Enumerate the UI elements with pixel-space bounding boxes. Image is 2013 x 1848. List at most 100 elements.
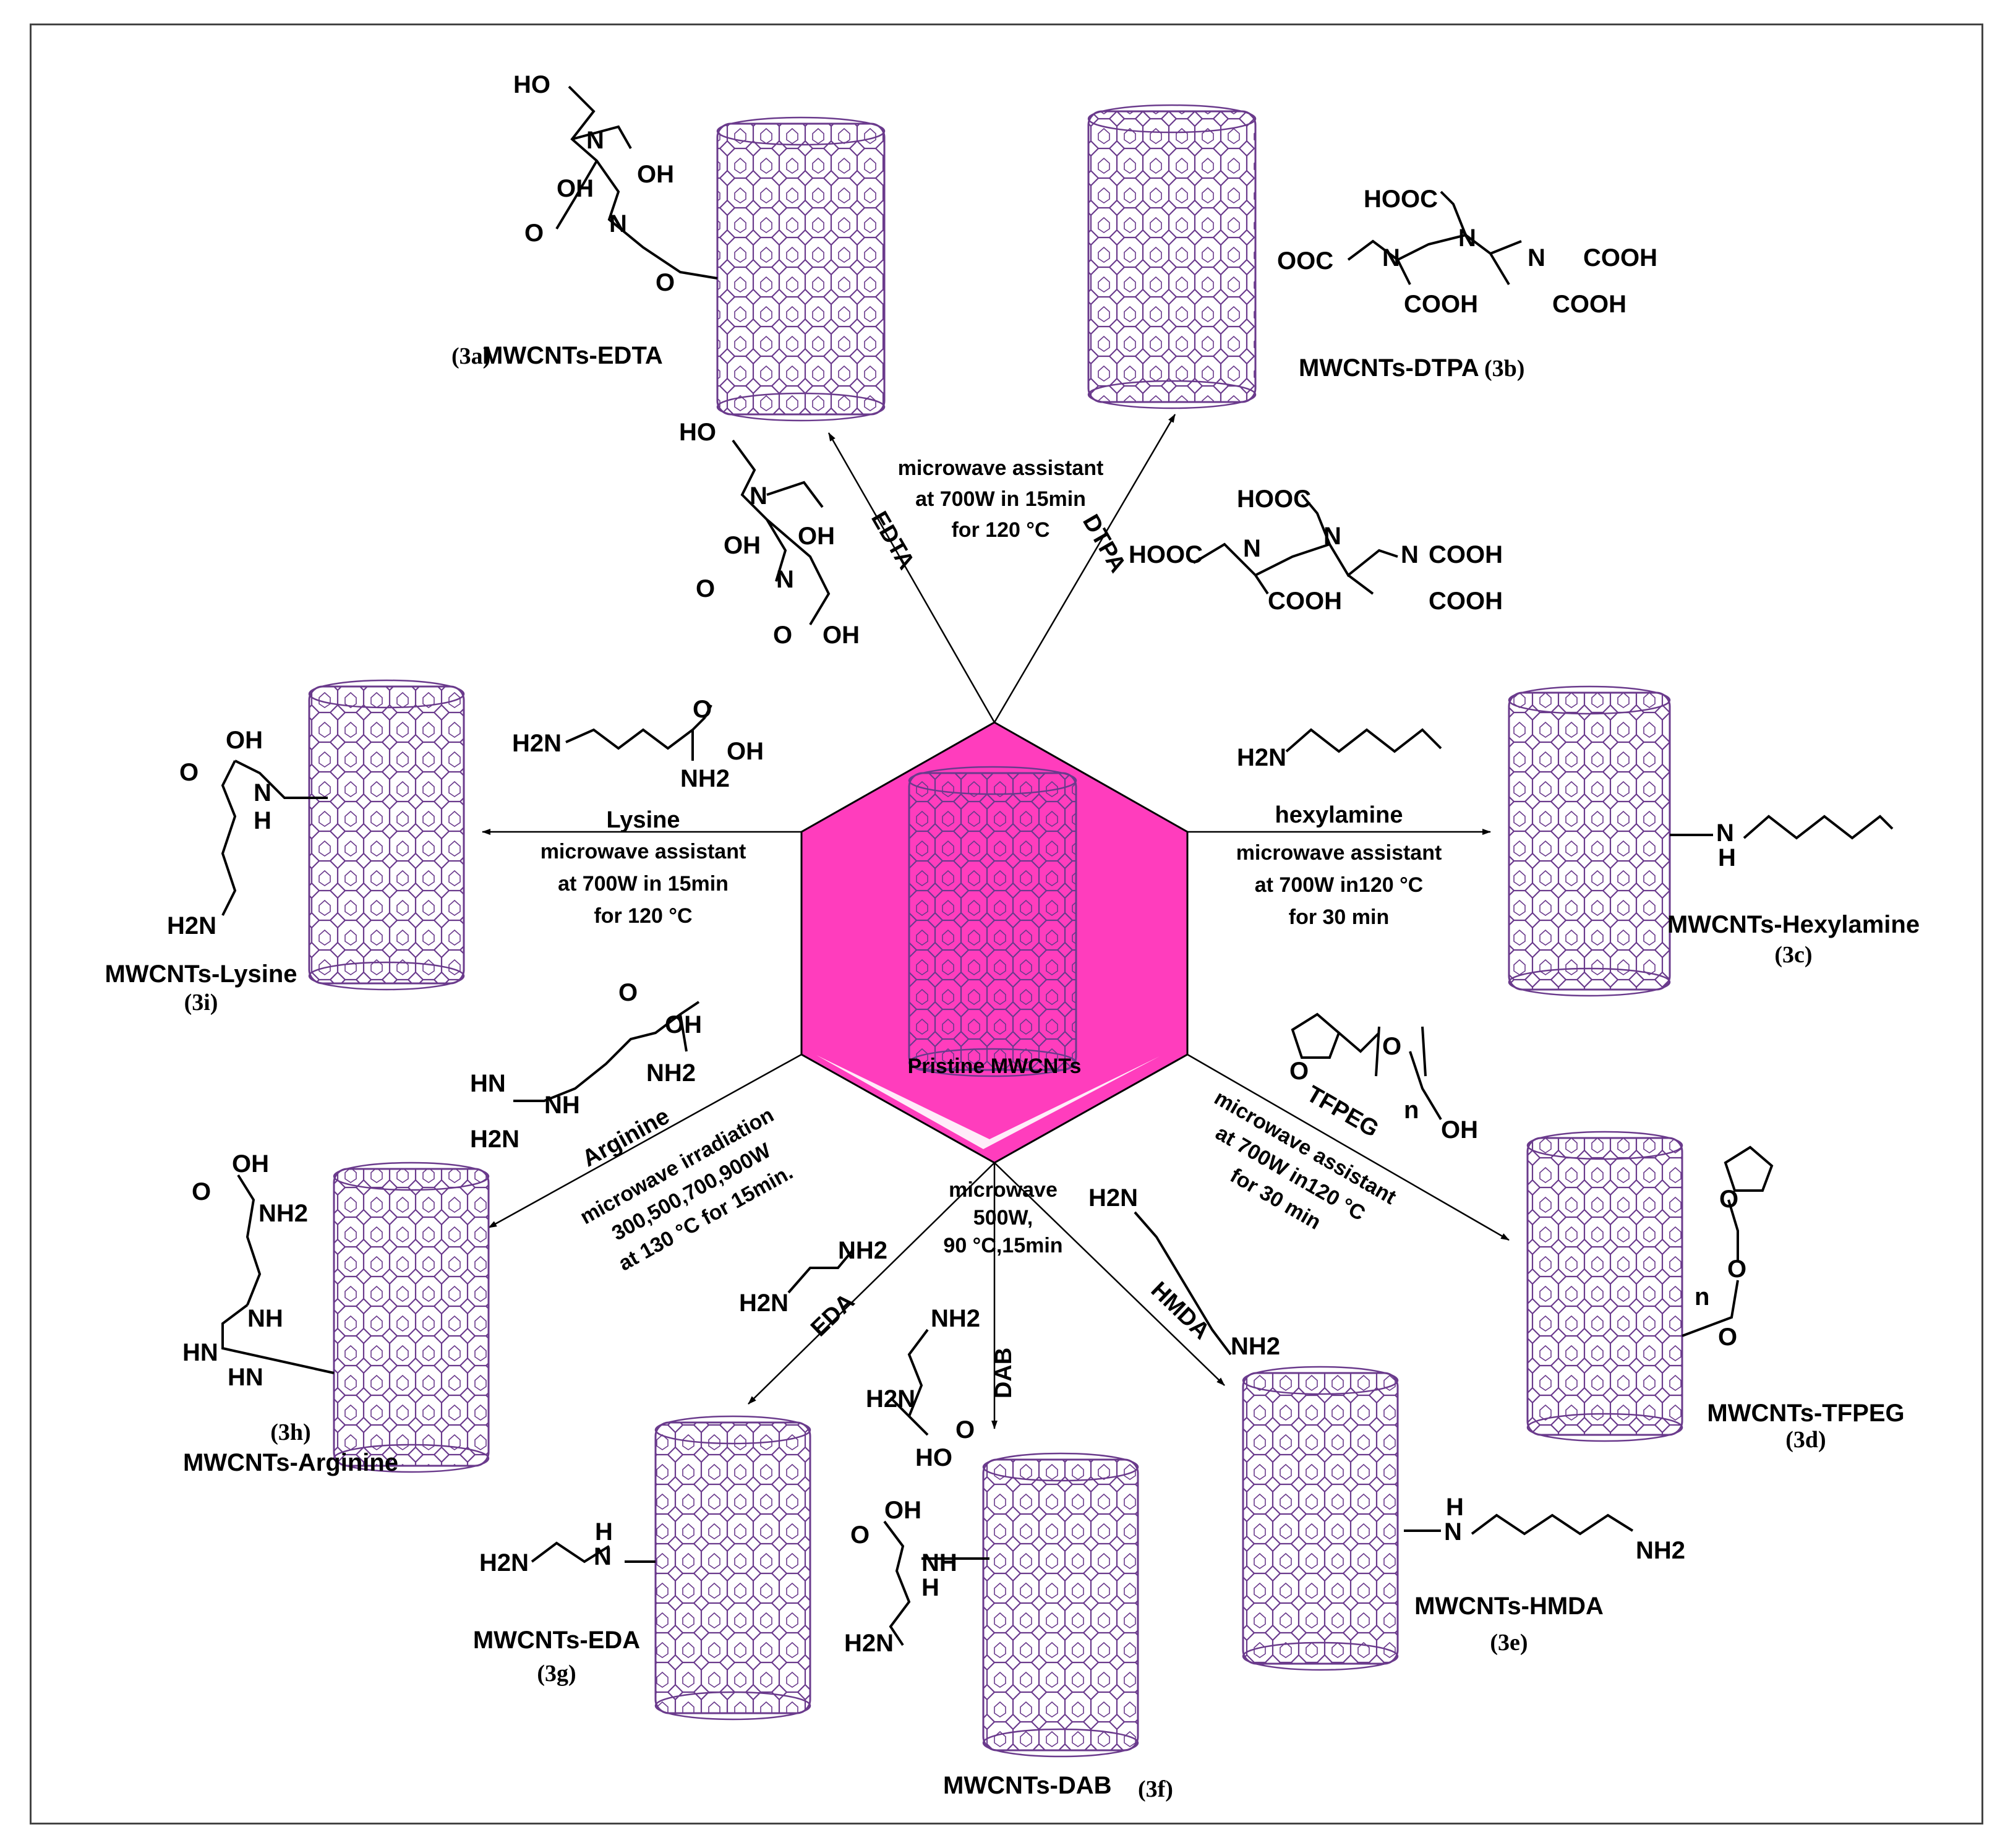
product-3h-name: MWCNTs-Arginine	[183, 1449, 398, 1476]
product-3c-name: MWCNTs-Hexylamine	[1667, 911, 1920, 938]
atom-o: O	[179, 759, 199, 786]
tube-3i-body	[308, 685, 465, 985]
structure-tfpeg-product: O O O n	[1682, 1145, 1774, 1351]
arrow-tfpeg	[1187, 1053, 1510, 1241]
atom-o: O	[850, 1521, 870, 1549]
tube-3h	[333, 1161, 490, 1473]
condition-top: microwave assistant at 700W in 15min for…	[898, 456, 1104, 542]
tube-3c-rim-bottom	[1508, 967, 1671, 997]
atom-h: H	[595, 1518, 613, 1546]
atom-cooh: COOH	[1429, 588, 1503, 615]
tube-center-rim-bottom	[908, 1048, 1077, 1077]
product-3d-code: (3d)	[1785, 1427, 1826, 1453]
structure-dab-product: OH O NH H H2N	[844, 1497, 989, 1657]
reagent-hexylamine: hexylamine	[1275, 802, 1403, 828]
condition-right: microwave assistant at 700W in120 °C for…	[1236, 841, 1442, 929]
tube-3c	[1508, 685, 1671, 997]
tube-3i-rim-bottom	[308, 961, 465, 991]
structure-hmda-reagent: H2N NH2	[1088, 1184, 1280, 1360]
tube-center-body	[908, 772, 1077, 1071]
structure-edta-reagent: HO N OH OH N O O OH	[679, 419, 860, 649]
atom-n: N	[1444, 1518, 1462, 1546]
tube-3g-rim-top	[654, 1415, 811, 1445]
atom-h2n: H2N	[866, 1385, 915, 1413]
reagent-dab: DAB	[991, 1348, 1017, 1398]
tube-3e	[1242, 1366, 1399, 1671]
condition-left-line2: at 700W in 15min	[558, 872, 729, 896]
atom-oh: OH	[637, 161, 674, 188]
atom-n-subscript: n	[1695, 1283, 1709, 1311]
atom-ho: HO	[915, 1444, 952, 1471]
product-3e-code: (3e)	[1490, 1630, 1528, 1656]
atom-nh2: NH2	[680, 765, 730, 792]
atom-nh2: NH2	[646, 1059, 696, 1087]
atom-nh2: NH2	[1636, 1537, 1685, 1564]
tube-3e-rim-top	[1242, 1366, 1399, 1395]
atom-cooh: COOH	[1552, 291, 1626, 318]
tube-3d-rim-top	[1526, 1131, 1683, 1160]
atom-oh: OH	[232, 1150, 269, 1178]
product-3b-code: (3b)	[1484, 356, 1524, 382]
condition-top-line1: microwave assistant	[898, 456, 1104, 480]
atom-oh: OH	[724, 532, 761, 559]
atom-nh2: NH2	[259, 1200, 308, 1227]
center-label: Pristine MWCNTs	[908, 1054, 1082, 1078]
tube-3g-body	[654, 1421, 811, 1714]
arrow-hmda	[994, 1162, 1225, 1386]
atom-h: H	[1718, 844, 1736, 871]
atom-cooh: COOH	[1268, 588, 1342, 615]
tube-3i	[308, 679, 465, 991]
tube-3a-rim-top	[716, 116, 886, 146]
atom-o: O	[1289, 1058, 1309, 1085]
atom-n: N	[1716, 819, 1734, 847]
product-3c-code: (3c)	[1774, 942, 1812, 968]
tube-3g	[654, 1415, 811, 1721]
atom-oh: OH	[823, 622, 860, 649]
atom-o: O	[693, 696, 712, 723]
condition-left-line3: for 120 °C	[594, 904, 692, 928]
atom-oh: OH	[557, 175, 594, 202]
condition-lower-left: microwave irradiation 300,500,700,900W a…	[576, 1103, 797, 1276]
condition-right-line1: microwave assistant	[1236, 841, 1442, 865]
atom-cooh: COOH	[1429, 541, 1503, 568]
tube-center	[908, 766, 1077, 1077]
tube-3h-body	[333, 1168, 490, 1467]
product-3i-name: MWCNTs-Lysine	[105, 960, 297, 988]
product-labels: (3a) MWCNTs-EDTA MWCNTs-DTPA (3b) MWCNTs…	[105, 342, 1920, 1802]
atom-n: N	[1528, 244, 1545, 272]
structure-hexylamine-reagent: H2N	[1237, 728, 1442, 771]
atom-oh: OH	[727, 738, 764, 765]
atom-n: N	[750, 482, 767, 510]
atom-n: N	[1382, 244, 1400, 272]
atom-oh: OH	[226, 727, 263, 754]
atom-h2n: H2N	[1237, 744, 1286, 771]
condition-left: microwave assistant at 700W in 15min for…	[541, 840, 746, 928]
product-3h-code: (3h)	[270, 1419, 310, 1445]
atom-n: N	[586, 127, 604, 154]
structure-tfpeg-reagent: O O n OH	[1289, 1012, 1478, 1144]
tube-3a-body	[716, 122, 886, 416]
atom-ho: HO	[679, 419, 716, 446]
product-3g-code: (3g)	[537, 1661, 576, 1687]
tube-3d-body	[1526, 1137, 1683, 1436]
structure-dab-reagent: NH2 H2N O HO	[866, 1305, 980, 1471]
atom-h2n: H2N	[512, 730, 562, 757]
product-3a-code: (3a)	[451, 343, 490, 369]
structure-edta-product: HO N OH OH N O O	[513, 71, 718, 296]
product-3f-name: MWCNTs-DAB	[943, 1772, 1112, 1799]
structure-arginine-reagent: HN H2N NH O OH NH2	[470, 979, 702, 1153]
atom-nh: NH	[247, 1305, 283, 1332]
atom-h2n: H2N	[167, 912, 216, 939]
atom-hn: HN	[470, 1070, 506, 1097]
condition-top-line3: for 120 °C	[951, 518, 1049, 542]
atom-o: O	[1382, 1033, 1401, 1060]
tube-3c-body	[1508, 691, 1671, 991]
product-3d-name: MWCNTs-TFPEG	[1707, 1400, 1904, 1427]
product-3e-name: MWCNTs-HMDA	[1414, 1593, 1604, 1620]
condition-bottom-line3: 90 °C,15min	[943, 1234, 1062, 1257]
atom-oh: OH	[798, 523, 835, 550]
reagent-edta: EDTA	[866, 507, 920, 574]
condition-right-line3: for 30 min	[1289, 905, 1389, 929]
tube-3d	[1526, 1131, 1683, 1442]
structure-hmda-product: N H NH2	[1404, 1494, 1685, 1564]
